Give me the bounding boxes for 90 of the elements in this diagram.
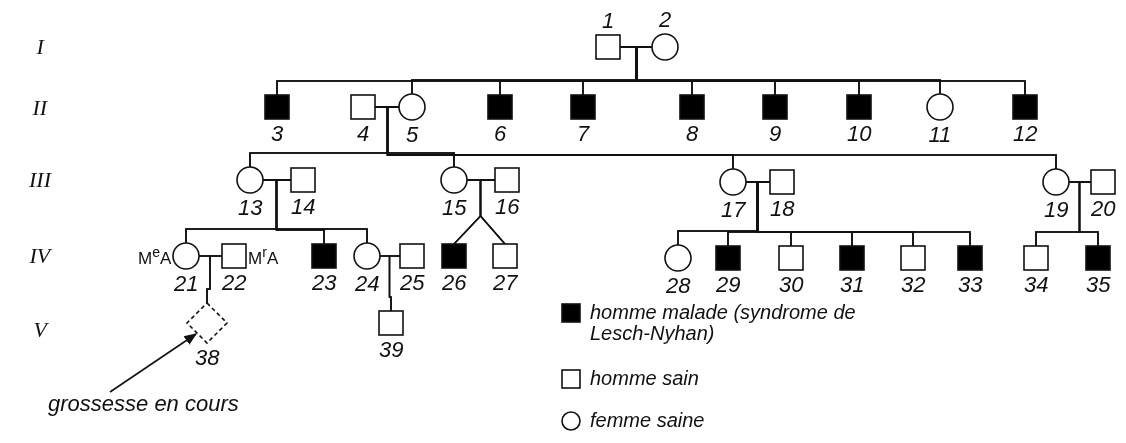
generation-numeral: V [33, 318, 47, 342]
filled-square-symbol [1013, 95, 1037, 119]
square-symbol [379, 311, 403, 335]
individual-number: 10 [847, 122, 872, 146]
leader-arrow [109, 333, 198, 393]
filled-square-symbol [763, 95, 787, 119]
individual-number: 14 [291, 195, 316, 219]
generation-numeral: I [36, 35, 44, 59]
legend-text: femme saine [590, 410, 706, 431]
generation-numeral: IV [29, 244, 51, 268]
individual-number: 25 [400, 271, 425, 295]
square-symbol [291, 168, 315, 192]
filled-square-symbol [488, 95, 512, 119]
square-symbol [400, 244, 424, 268]
individual-number: 2 [659, 8, 672, 32]
individual-number: 34 [1024, 273, 1049, 297]
filled-square-symbol [680, 95, 704, 119]
individual-number: 30 [779, 273, 804, 297]
square-symbol [493, 244, 517, 268]
circle-symbol [399, 94, 425, 120]
filled-square-symbol [840, 246, 864, 270]
individual-number: 22 [222, 271, 247, 295]
filled-square-symbol [571, 95, 595, 119]
name-label: M$^{r}$A [248, 243, 279, 269]
individual-number: 19 [1044, 198, 1069, 222]
square-symbol [770, 170, 794, 194]
circle-symbol [927, 94, 953, 120]
individual-number: 1 [602, 9, 615, 33]
individual-number: 12 [1013, 122, 1038, 146]
individual-number: 24 [355, 272, 380, 296]
generation-numeral: III [29, 168, 51, 192]
filled-square-symbol [847, 95, 871, 119]
circle-symbol [441, 167, 467, 193]
circle-symbol [354, 243, 380, 269]
individual-number: 33 [958, 273, 983, 297]
individual-number: 27 [493, 271, 518, 295]
square-symbol [901, 246, 925, 270]
individual-number: 31 [840, 273, 865, 297]
individual-number: 3 [271, 122, 284, 146]
diamond-symbol [187, 303, 227, 343]
legend-text: homme malade (syndrome de Lesch-Nyhan) [590, 302, 857, 344]
individual-number: 26 [442, 271, 467, 295]
individual-number: 5 [406, 123, 419, 147]
individual-number: 4 [357, 122, 370, 146]
circle-symbol [665, 245, 691, 271]
individual-number: 15 [442, 196, 467, 220]
filled-square-symbol [265, 95, 289, 119]
descent-line [1078, 181, 1099, 247]
descent-line [479, 179, 506, 245]
individual-number: 21 [174, 272, 199, 296]
square-symbol [222, 244, 246, 268]
individual-number: 38 [195, 346, 220, 370]
individual-number: 6 [494, 122, 507, 146]
descent-line [388, 255, 401, 312]
individual-number: 9 [769, 122, 782, 146]
individual-number: 28 [666, 274, 691, 298]
individual-number: 18 [770, 197, 795, 221]
legend-text: homme sain [590, 368, 700, 389]
circle-symbol [1043, 169, 1069, 195]
individual-number: 16 [495, 195, 520, 219]
filled-square-symbol [958, 246, 982, 270]
square-symbol [1091, 170, 1115, 194]
individual-number: 32 [901, 273, 926, 297]
individual-number: 13 [238, 196, 263, 220]
circle-symbol [652, 34, 678, 60]
descent-line [206, 255, 223, 304]
callout-text: grossesse en cours [48, 392, 239, 416]
square-symbol [1024, 246, 1048, 270]
circle-symbol [173, 243, 199, 269]
square-symbol [495, 168, 519, 192]
individual-number: 8 [686, 122, 699, 146]
individual-number: 29 [716, 273, 741, 297]
filled-square-symbol [716, 246, 740, 270]
individual-number: 35 [1086, 273, 1111, 297]
filled-square-symbol [1086, 246, 1110, 270]
square-symbol [351, 95, 375, 119]
individual-number: 20 [1091, 197, 1116, 221]
circle-symbol [237, 167, 263, 193]
circle-symbol [720, 169, 746, 195]
square-symbol [596, 35, 620, 59]
generation-numeral: II [32, 96, 48, 120]
name-label: M$^{e}$A [138, 243, 172, 269]
individual-number: 17 [721, 198, 746, 222]
filled-square-symbol [442, 244, 466, 268]
individual-number: 39 [379, 338, 404, 362]
individual-number: 11 [928, 123, 952, 147]
individual-number: 23 [312, 271, 337, 295]
individual-number: 7 [577, 122, 590, 146]
square-symbol [779, 246, 803, 270]
filled-square-symbol [312, 244, 336, 268]
